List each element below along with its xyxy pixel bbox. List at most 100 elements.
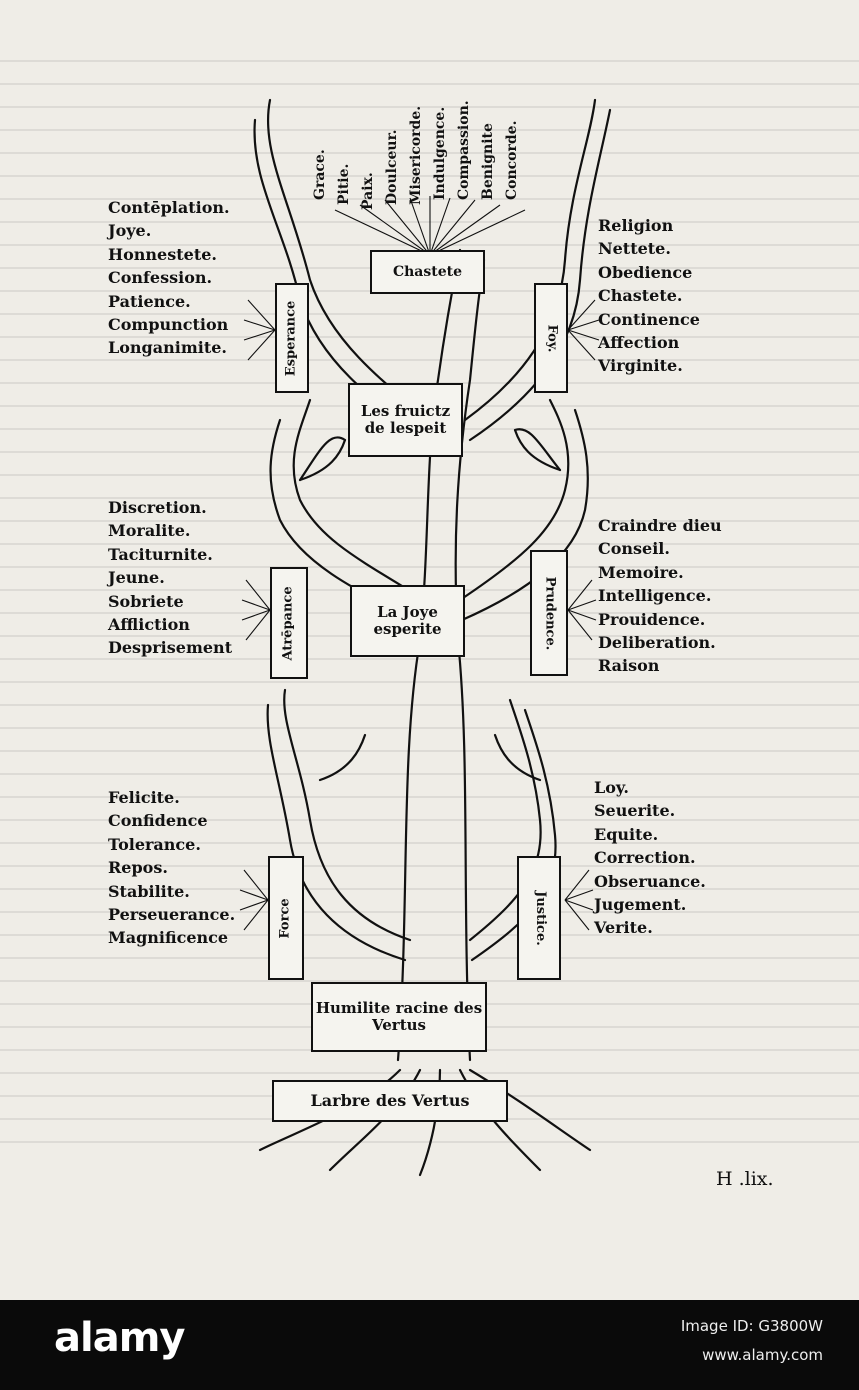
branch-faith <box>468 108 612 442</box>
fruit-doulceur: Doulceur. <box>384 129 400 205</box>
list-item: Moralite. <box>108 521 191 541</box>
leaf <box>493 733 542 782</box>
list-item: Verite. <box>594 918 653 938</box>
show-through-line <box>0 865 859 867</box>
branch-force <box>283 688 412 942</box>
scroll-spiritual-joy: La Joye esperite <box>350 585 465 657</box>
list-item: Craindre dieu <box>598 516 722 535</box>
list-item: Discretion. <box>108 498 207 517</box>
show-through-line <box>0 980 859 982</box>
image-id-block: Image ID: G3800W www.alamy.com <box>681 1312 823 1369</box>
list-item: Seuerite. <box>594 801 676 821</box>
list-item: Perseuerance. <box>108 905 236 925</box>
list-force-virtues: Felicite. Confidence Tolerance. Repos. S… <box>108 786 235 950</box>
scroll-chastity: Chastete <box>370 250 485 294</box>
branch-faith <box>463 98 597 422</box>
list-item: Repos. <box>108 858 168 878</box>
show-through-line <box>0 175 859 177</box>
show-through-line <box>0 911 859 913</box>
show-through-line <box>0 520 859 522</box>
list-item: Honnestete. <box>108 244 217 264</box>
list-hope-virtues: Contēplation. Joye. Honnestete. Confessi… <box>108 196 230 360</box>
watermark-bar <box>0 1300 859 1390</box>
show-through-line <box>0 60 859 62</box>
list-item: Deliberation. <box>598 633 716 653</box>
branch-justice <box>470 708 557 962</box>
list-item: Confession. <box>108 268 213 288</box>
scroll-fruits-of-the-spirit: Les fruictz de lespeit <box>348 383 463 457</box>
show-through-line <box>0 957 859 959</box>
image-id: Image ID: G3800W <box>680 1317 823 1335</box>
show-through-line <box>0 497 859 499</box>
branch-justice <box>468 698 542 942</box>
scroll-temperance: Atrēpance <box>270 567 308 679</box>
show-through-line <box>0 842 859 844</box>
list-item: Stabilite. <box>108 881 190 901</box>
show-through-line <box>0 819 859 821</box>
show-through-line <box>0 658 859 660</box>
branch-force <box>266 703 407 962</box>
leaf <box>298 438 347 482</box>
fruit-benignite: Benignite <box>480 123 496 200</box>
list-item: Raison <box>598 656 660 676</box>
show-through-line <box>0 336 859 338</box>
show-through-line <box>0 888 859 890</box>
fruit-concorde: Concorde. <box>504 120 520 200</box>
list-item: Tolerance. <box>108 834 201 854</box>
scroll-justice: Justice. <box>517 856 561 980</box>
list-temperance-virtues: Discretion. Moralite. Taciturnite. Jeune… <box>108 496 232 660</box>
scroll-humility-root: Humilite racine des Vertus <box>311 982 487 1052</box>
list-item: Sobriete <box>108 591 184 611</box>
list-item: Conseil. <box>598 539 670 559</box>
list-item: Continence <box>598 309 700 329</box>
list-item: Obseruance. <box>594 871 706 891</box>
list-item: Magnificence <box>108 928 229 948</box>
scroll-hope: Esperance <box>275 283 309 393</box>
list-item: Prouidence. <box>598 609 706 629</box>
fruit-grace: Grace. <box>312 149 328 200</box>
list-item: Affliction <box>108 615 190 635</box>
branch-prudence <box>460 408 589 622</box>
folio-number: H .lix. <box>716 1168 774 1190</box>
show-through-line <box>0 313 859 315</box>
list-item: Nettete. <box>598 239 671 259</box>
list-item: Obedience <box>598 262 693 282</box>
list-item: Compunction <box>108 315 229 335</box>
list-item: Correction. <box>594 848 696 868</box>
leaf <box>513 428 562 472</box>
show-through-line <box>0 359 859 361</box>
show-through-line <box>0 681 859 683</box>
scroll-tree-title: Larbre des Vertus <box>272 1080 508 1122</box>
show-through-line <box>0 750 859 752</box>
branch-temperance <box>292 398 427 602</box>
fruit-paix: Paix. <box>360 172 376 210</box>
tree-trunk <box>454 258 486 1062</box>
fruit-misericorde: Misericorde. <box>408 105 424 205</box>
list-item: Jeune. <box>108 568 165 588</box>
show-through-line <box>0 773 859 775</box>
branch-hope <box>266 98 432 422</box>
fruit-pitie: Pitie. <box>336 163 352 205</box>
list-item: Memoire. <box>598 562 684 582</box>
list-item: Taciturnite. <box>108 544 213 564</box>
list-item: Chastete. <box>598 286 683 306</box>
show-through-line <box>0 934 859 936</box>
show-through-line <box>0 727 859 729</box>
list-justice-virtues: Loy. Seuerite. Equite. Correction. Obser… <box>594 776 706 940</box>
list-item: Confidence <box>108 811 208 831</box>
leaf <box>513 428 562 472</box>
list-prudence-virtues: Craindre dieu Conseil. Memoire. Intellig… <box>598 514 722 678</box>
list-item: Virginite. <box>598 356 683 376</box>
list-item: Intelligence. <box>598 586 712 606</box>
alamy-logo: alamy <box>54 1315 185 1361</box>
site-url: www.alamy.com <box>702 1345 823 1364</box>
list-item: Equite. <box>594 824 659 844</box>
show-through-line <box>0 796 859 798</box>
fruit-indulgence: Indulgence. <box>432 106 448 200</box>
leaf <box>298 436 347 482</box>
branch-prudence <box>458 398 570 602</box>
show-through-line <box>0 566 859 568</box>
list-item: Affection <box>598 333 680 353</box>
show-through-line <box>0 129 859 131</box>
book-page: Grace. Pitie. Paix. Doulceur. Misericord… <box>0 60 859 1190</box>
